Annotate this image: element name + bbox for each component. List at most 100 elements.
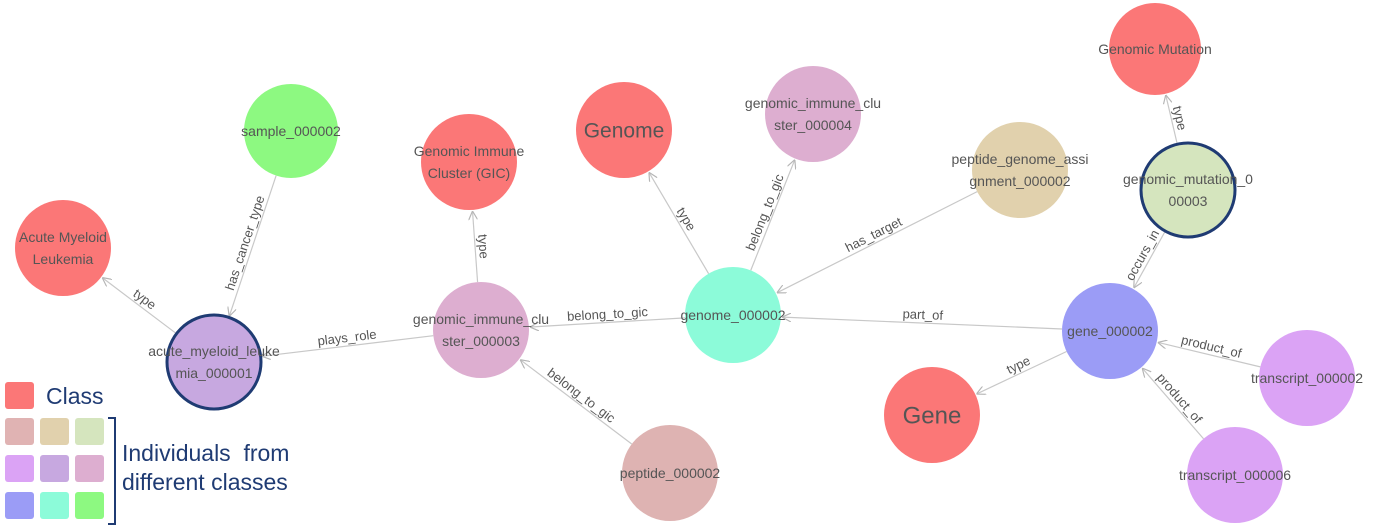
node-circle bbox=[15, 200, 111, 296]
edge-line bbox=[649, 173, 710, 274]
individual-node-sample-000002[interactable]: sample_000002 bbox=[241, 84, 341, 178]
edge-product-of: product_of bbox=[1143, 369, 1206, 440]
individual-node-genome-000002[interactable]: genome_000002 bbox=[680, 267, 786, 363]
node-label: genome_000002 bbox=[680, 307, 785, 323]
edge-label: belong_to_gic bbox=[743, 171, 787, 252]
individual-node-peptide-000002[interactable]: peptide_000002 bbox=[620, 425, 721, 521]
node-circle bbox=[421, 114, 517, 210]
edge-line bbox=[778, 191, 978, 293]
class-node-gene-class[interactable]: Gene bbox=[884, 367, 980, 463]
node-circle bbox=[165, 313, 263, 411]
node-circle bbox=[622, 425, 718, 521]
node-label: genomic_immune_clu bbox=[413, 311, 549, 327]
edge-label: belong_to_gic bbox=[567, 304, 649, 324]
individual-node-genomic-mutation-000003[interactable]: genomic_mutation_000003 bbox=[1123, 141, 1253, 239]
legend-individual-swatch bbox=[40, 455, 69, 482]
individual-node-gene-000002[interactable]: gene_000002 bbox=[1062, 283, 1158, 379]
node-circle bbox=[244, 84, 338, 178]
edge-line bbox=[263, 335, 434, 356]
individual-node-genomic-immune-cluster-000004[interactable]: genomic_immune_clu ster_000004 bbox=[745, 66, 881, 162]
edge-label: type bbox=[475, 234, 492, 260]
edge-label: type bbox=[1170, 104, 1190, 131]
node-label: mia_000001 bbox=[175, 365, 252, 381]
edge-type: type bbox=[977, 350, 1067, 393]
node-label: transcript_000006 bbox=[1179, 467, 1291, 483]
class-node-genomic-mutation-class[interactable]: Genomic Mutation bbox=[1098, 3, 1212, 95]
edge-belong-to-gic: belong_to_gic bbox=[743, 160, 795, 271]
legend-class-swatch bbox=[5, 382, 34, 409]
edge-type: type bbox=[473, 212, 492, 283]
edge-label: product_of bbox=[1154, 370, 1206, 427]
individual-node-genomic-immune-cluster-000003[interactable]: genomic_immune_clu ster_000003 bbox=[413, 282, 549, 378]
edge-line bbox=[473, 212, 479, 283]
class-node-genome-class[interactable]: Genome bbox=[576, 82, 672, 178]
edge-plays-role: plays_role bbox=[263, 327, 434, 357]
individual-node-transcript-000002[interactable]: transcript_000002 bbox=[1251, 330, 1363, 426]
edge-label: type bbox=[130, 286, 159, 313]
legend: Class Individuals from different classes bbox=[0, 375, 330, 525]
edge-type: type bbox=[649, 173, 710, 274]
edge-label: belong_to_gic bbox=[545, 365, 619, 426]
edge-belong-to-gic: belong_to_gic bbox=[521, 360, 633, 445]
edge-has-target: has_target bbox=[778, 191, 978, 293]
node-label: ster_000004 bbox=[774, 117, 852, 133]
individual-node-peptide-genome-assignment-000002[interactable]: peptide_genome_assi gnment_000002 bbox=[952, 122, 1089, 218]
edge-line bbox=[750, 160, 795, 271]
edge-line bbox=[1134, 230, 1166, 287]
edge-label: product_of bbox=[1180, 332, 1244, 361]
edge-line bbox=[521, 360, 633, 445]
node-label: genomic_immune_clu bbox=[745, 95, 881, 111]
edge-line bbox=[783, 317, 1063, 330]
node-label: ster_000003 bbox=[442, 333, 520, 349]
node-label: peptide_genome_assi bbox=[952, 151, 1089, 167]
node-circle bbox=[1259, 330, 1355, 426]
edge-line bbox=[531, 317, 686, 327]
legend-individuals-label: Individuals from different classes bbox=[122, 439, 289, 497]
node-label: genomic_mutation_0 bbox=[1123, 171, 1253, 187]
edge-label: type bbox=[1004, 353, 1033, 377]
node-label: Genomic Immune bbox=[414, 143, 525, 159]
edge-label: occurs_in bbox=[1122, 227, 1162, 283]
edge-line bbox=[977, 350, 1067, 393]
node-circle bbox=[1062, 283, 1158, 379]
node-circle bbox=[884, 367, 980, 463]
individual-node-transcript-000006[interactable]: transcript_000006 bbox=[1179, 427, 1291, 523]
legend-individual-swatch bbox=[75, 455, 104, 482]
node-label: Genome bbox=[584, 119, 665, 142]
node-circle bbox=[433, 282, 529, 378]
edge-line bbox=[1143, 369, 1204, 440]
legend-individuals-line1: Individuals from bbox=[122, 440, 290, 466]
node-label: Leukemia bbox=[33, 251, 94, 267]
edge-has-cancer-type: has_cancer_type bbox=[222, 175, 277, 316]
edge-line bbox=[229, 175, 277, 316]
edge-part-of: part_of bbox=[783, 306, 1063, 330]
node-label: Genomic Mutation bbox=[1098, 41, 1212, 57]
edge-product-of: product_of bbox=[1159, 332, 1261, 368]
legend-individual-swatch bbox=[5, 492, 34, 519]
legend-bracket bbox=[108, 417, 116, 525]
edge-label: has_cancer_type bbox=[222, 194, 268, 293]
node-label: Gene bbox=[903, 402, 962, 429]
legend-individual-swatch bbox=[5, 455, 34, 482]
legend-individual-swatch bbox=[40, 418, 69, 445]
node-label: gene_000002 bbox=[1067, 323, 1153, 339]
node-circle bbox=[1139, 141, 1237, 239]
legend-individual-swatch bbox=[75, 492, 104, 519]
node-label: gnment_000002 bbox=[969, 173, 1070, 189]
node-label: Acute Myeloid bbox=[19, 229, 107, 245]
edge-label: plays_role bbox=[317, 327, 378, 349]
edge-label: part_of bbox=[902, 306, 943, 323]
node-circle bbox=[1187, 427, 1283, 523]
legend-class-label: Class bbox=[46, 383, 104, 409]
edge-occurs-in: occurs_in bbox=[1122, 227, 1166, 287]
legend-individuals-line2: different classes bbox=[122, 469, 288, 495]
edge-line bbox=[1159, 343, 1261, 368]
node-label: Cluster (GIC) bbox=[428, 165, 510, 181]
edge-label: type bbox=[674, 205, 699, 234]
legend-individual-swatch bbox=[5, 418, 34, 445]
edge-type: type bbox=[103, 278, 177, 335]
